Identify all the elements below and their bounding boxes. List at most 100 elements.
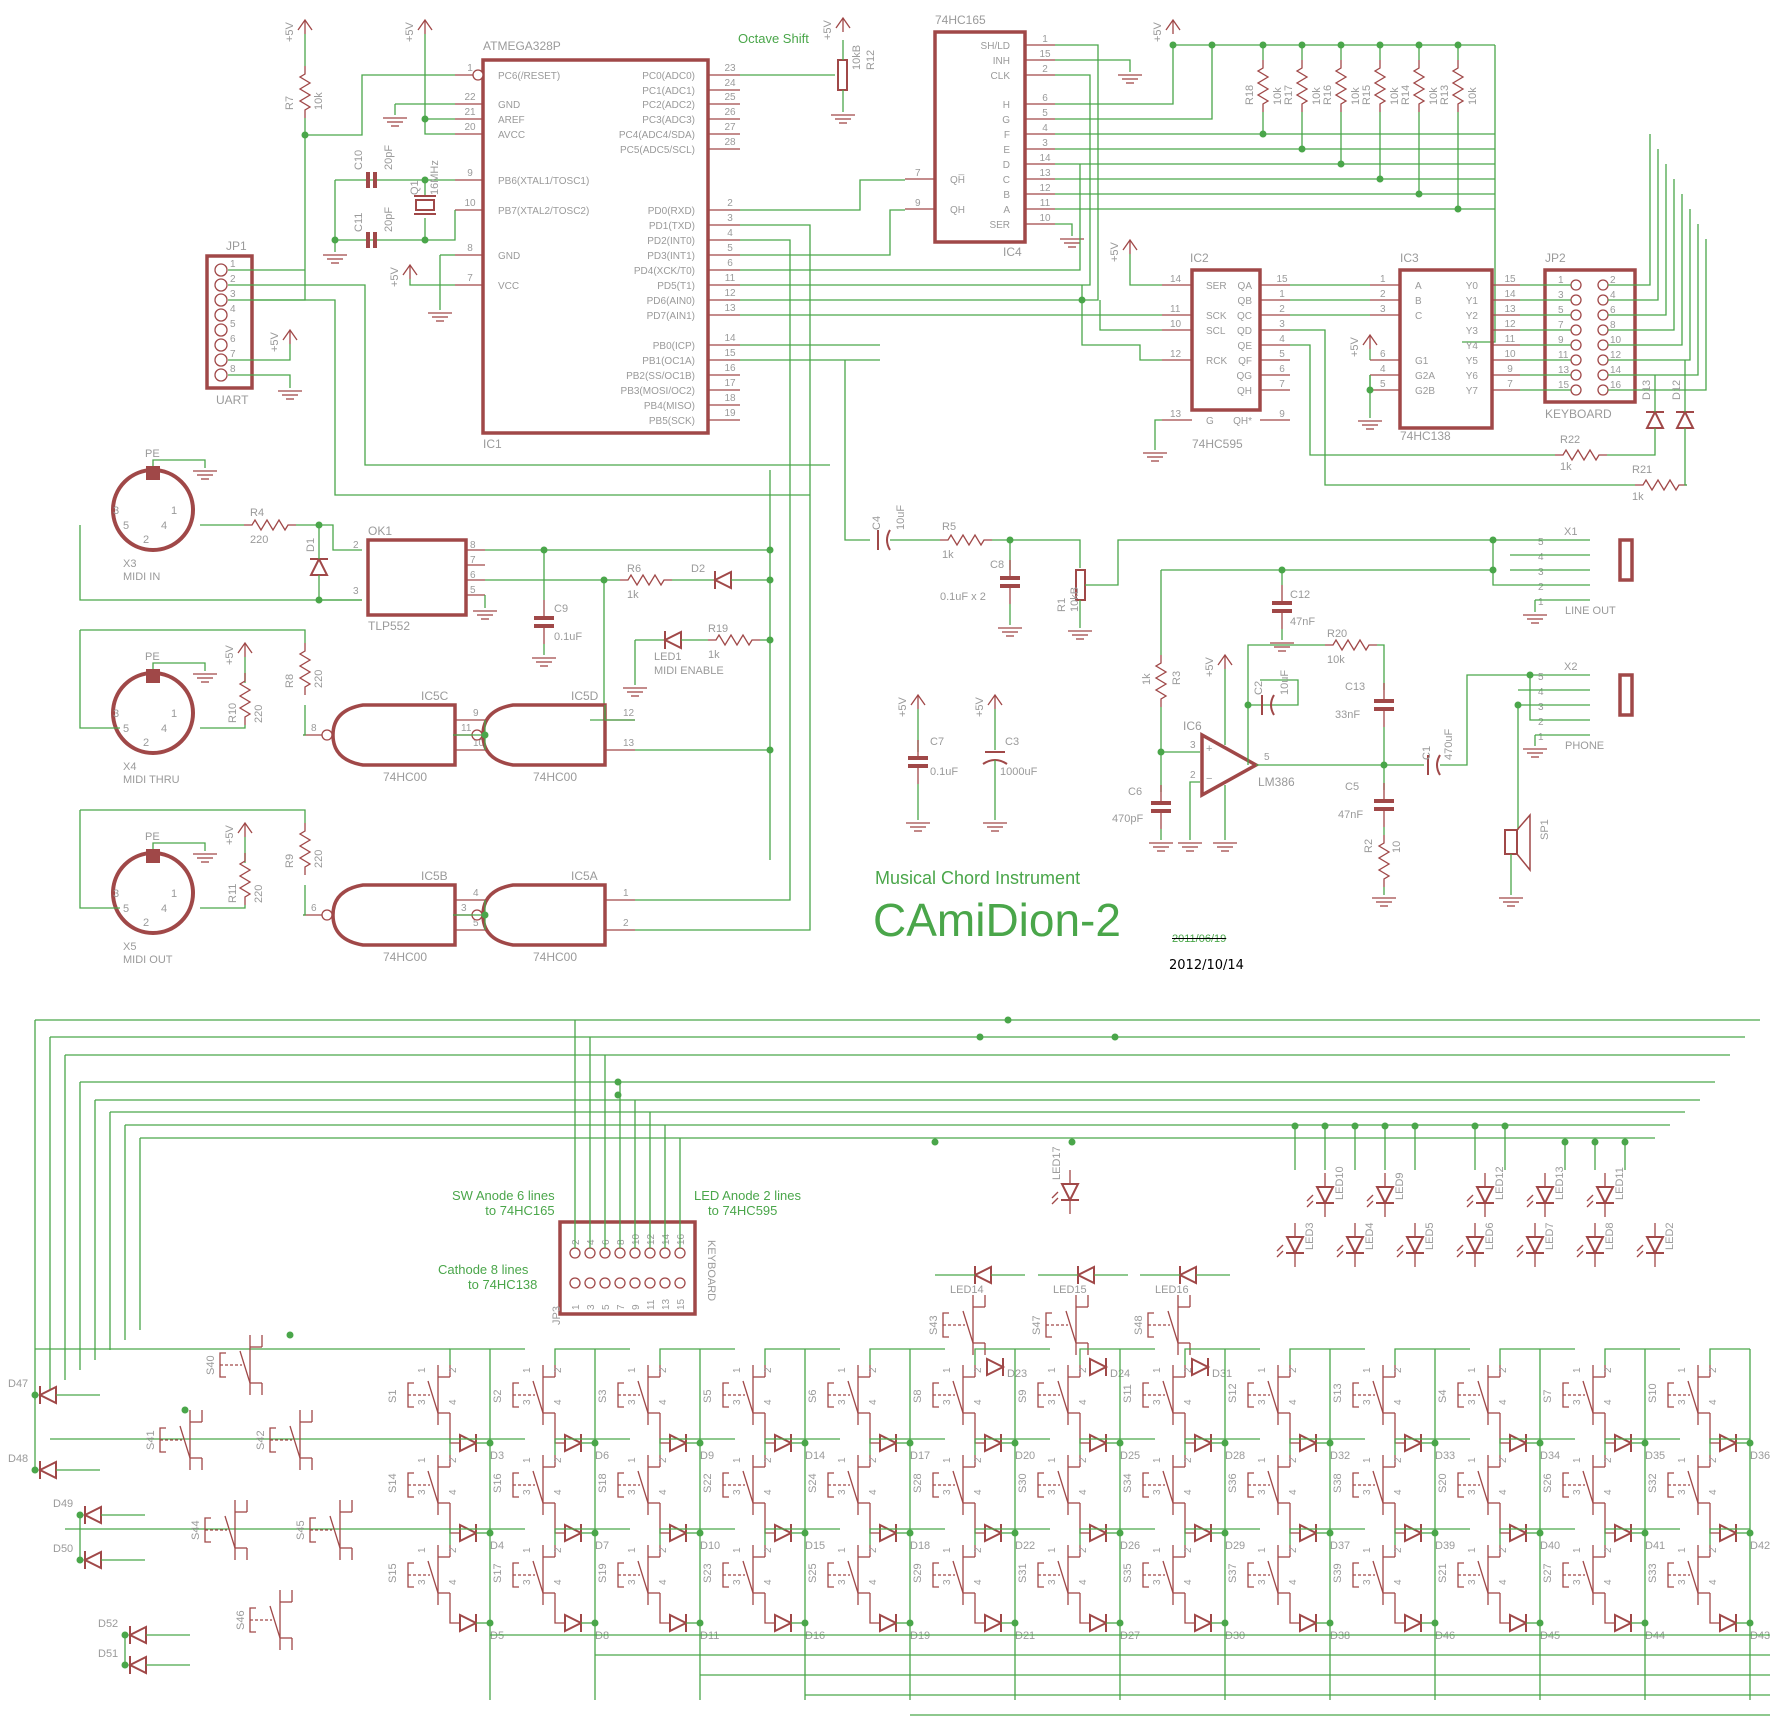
wire xyxy=(319,524,362,551)
gate-ref: IC5B xyxy=(421,869,448,883)
ic1-pin-num: 3 xyxy=(727,213,733,224)
x4-val: MIDI THRU xyxy=(123,774,180,786)
sw-pin: 2 xyxy=(658,1367,669,1373)
sw-pin: 2 xyxy=(1078,1367,1089,1373)
jp1-pin-num: 7 xyxy=(230,349,236,360)
header-pin xyxy=(584,1277,596,1289)
wire xyxy=(764,1348,840,1365)
push-switch-icon xyxy=(1667,1544,1711,1606)
switch-ref: S20 xyxy=(1437,1473,1449,1493)
ic1-pin-name: PB2(SS/OC1B) xyxy=(626,371,695,382)
r12-potentiometer xyxy=(837,59,848,91)
header-pin xyxy=(1597,279,1609,291)
gate-val: 74HC00 xyxy=(383,950,427,964)
sw-pin: 4 xyxy=(658,1399,669,1405)
r9-ref: R9 xyxy=(284,854,296,868)
junction-dot xyxy=(931,1138,939,1146)
switch-ref: S33 xyxy=(1647,1563,1659,1583)
diode-ref: D27 xyxy=(1120,1630,1140,1642)
led-ref: LED7 xyxy=(1544,1222,1556,1250)
pullup-val: 10k xyxy=(1389,87,1401,105)
sw-pin: 2 xyxy=(1498,1457,1509,1463)
ic3-pin-num: 12 xyxy=(1504,319,1516,330)
jp1-pin-num: 4 xyxy=(230,304,236,315)
pe-label: PE xyxy=(145,831,160,843)
switch-diode xyxy=(564,1613,582,1633)
vcc-arrow-icon xyxy=(297,19,313,35)
push-switch-icon xyxy=(932,1364,976,1426)
switch-ref: S37 xyxy=(1227,1563,1239,1583)
c10-plate xyxy=(366,172,370,188)
c13-val: 33nF xyxy=(1335,709,1360,721)
switch-diode xyxy=(1191,1357,1209,1377)
ic2-pin-num: 3 xyxy=(1279,319,1285,330)
ic3-pin-num: 15 xyxy=(1504,274,1516,285)
sw-pin: 2 xyxy=(1288,1367,1299,1373)
push-switch-icon xyxy=(1457,1454,1501,1516)
r10-val: 220 xyxy=(253,705,265,723)
header-pin xyxy=(1570,339,1582,351)
wire xyxy=(659,1438,735,1455)
c6-capacitor xyxy=(1150,784,1172,830)
sw-pin: 3 xyxy=(627,1489,638,1495)
midi-din-connector-icon xyxy=(111,847,195,935)
sw-pin: 4 xyxy=(868,1579,879,1585)
push-switch-icon xyxy=(1352,1454,1396,1516)
led-ref: LED15 xyxy=(1053,1284,1087,1296)
sw-pin: 3 xyxy=(417,1579,428,1585)
sw-pin: 1 xyxy=(837,1547,848,1553)
led-ref: LED13 xyxy=(1554,1166,1566,1200)
din-pin: 1 xyxy=(171,505,177,517)
diode-ref: D25 xyxy=(1120,1450,1140,1462)
ok1-body xyxy=(366,538,468,617)
ic2-pin-name: QB xyxy=(1238,296,1253,307)
sw-pin: 2 xyxy=(1498,1367,1509,1373)
led-ref: LED11 xyxy=(1614,1167,1626,1200)
switch-ref: S10 xyxy=(1647,1383,1659,1403)
led-diode xyxy=(1306,1172,1335,1218)
switch-ref: S22 xyxy=(702,1473,714,1493)
diode-ref: D9 xyxy=(700,1450,714,1462)
sw-pin: 1 xyxy=(1572,1367,1583,1373)
sw-pin: 4 xyxy=(448,1579,459,1585)
r20-resistor xyxy=(1324,639,1378,651)
ic4-pin-num: 6 xyxy=(1042,93,1048,104)
sw-pin: 2 xyxy=(1603,1457,1614,1463)
header-pin xyxy=(644,1247,656,1259)
ic2-pin-num: 10 xyxy=(1170,319,1182,330)
ground-icon xyxy=(1498,897,1524,907)
ic1-pin-num: 12 xyxy=(724,288,736,299)
x3-val: MIDI IN xyxy=(123,571,160,583)
c12-ref: C12 xyxy=(1290,589,1310,601)
r6-ref: R6 xyxy=(627,563,641,575)
sw-pin: 3 xyxy=(1677,1399,1688,1405)
led-diode xyxy=(1077,1265,1095,1285)
wire xyxy=(869,1438,945,1455)
switch-diode xyxy=(1089,1613,1107,1633)
x1-ref: X1 xyxy=(1564,526,1577,538)
header-pin xyxy=(569,1247,581,1259)
pin-line xyxy=(1604,1515,1615,1534)
push-switch-icon xyxy=(1667,1364,1711,1426)
x2-jack-body xyxy=(1618,673,1634,717)
header-pin xyxy=(214,293,228,307)
sw-pin: 2 xyxy=(868,1457,879,1463)
ic1-pin-name: PC4(ADC4/SDA) xyxy=(619,130,695,141)
switch-ref: S41 xyxy=(145,1430,157,1450)
pin-line xyxy=(659,1425,670,1444)
push-switch-icon xyxy=(617,1544,661,1606)
sw-pin: 3 xyxy=(1572,1399,1583,1405)
diode-ref: D20 xyxy=(1015,1450,1035,1462)
header-pin xyxy=(629,1277,641,1289)
r8-ref: R8 xyxy=(284,674,296,688)
diode-ref: D3 xyxy=(490,1450,504,1462)
switch-ref: S17 xyxy=(492,1563,504,1583)
r22-val: 1k xyxy=(1560,461,1572,473)
sw-pin: 3 xyxy=(522,1489,533,1495)
ic4-pin-name: SH/LD xyxy=(981,41,1010,52)
vcc-arrow-icon xyxy=(1362,334,1378,350)
r21-val: 1k xyxy=(1632,491,1644,503)
sw-pin: 1 xyxy=(522,1547,533,1553)
ic3-pin-num: 6 xyxy=(1380,349,1386,360)
x1-pin: 2 xyxy=(1538,582,1544,593)
